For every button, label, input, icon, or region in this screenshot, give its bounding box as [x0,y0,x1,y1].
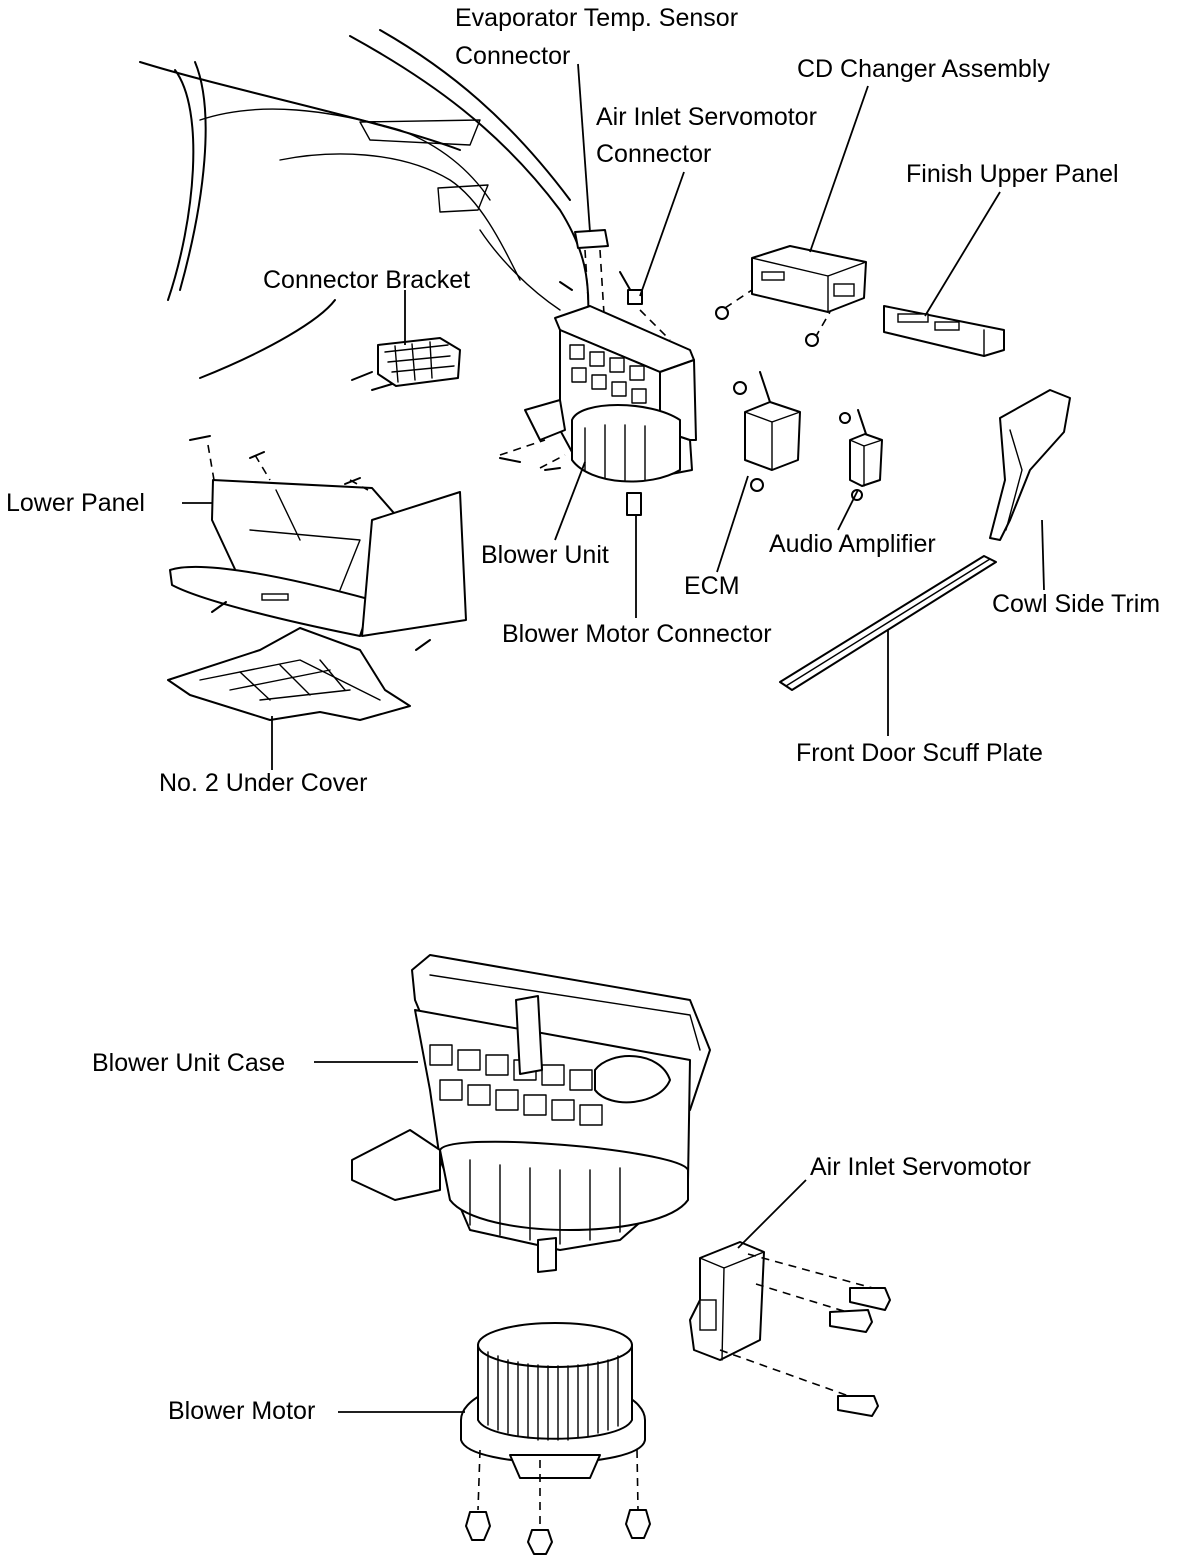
label-front-door-scuff-plate: Front Door Scuff Plate [796,739,1043,767]
label-cowl-side-trim: Cowl Side Trim [992,590,1160,618]
label-air-inlet-servomotor: Air Inlet Servomotor [810,1153,1031,1181]
label-air-inlet-conn-line1: Air Inlet Servomotor [596,103,817,131]
label-blower-motor-connector: Blower Motor Connector [502,620,772,648]
label-connector-bracket: Connector Bracket [263,266,470,294]
label-finish-upper-panel: Finish Upper Panel [906,160,1119,188]
front-door-scuff-plate-drawing [779,555,997,691]
label-ecm: ECM [684,572,740,600]
blower-unit-drawing [499,305,697,483]
label-blower-unit: Blower Unit [481,541,609,569]
blower-unit-case-drawing [351,954,711,1273]
cd-changer-drawing [715,245,867,347]
air-inlet-servomotor-drawing [689,1241,891,1417]
dashboard-outline [139,29,590,379]
cowl-side-trim-drawing [989,389,1071,541]
label-evap-sensor-line2: Connector [455,42,570,70]
label-no2-under-cover: No. 2 Under Cover [159,769,367,797]
blower-motor-connector-drawing [626,492,642,516]
finish-upper-panel-drawing [883,305,1005,357]
labels: Evaporator Temp. Sensor Connector CD Cha… [6,4,1160,1425]
leader-lines [182,63,1045,1413]
ecm-drawing [733,371,801,492]
air-inlet-connector-drawing [619,271,671,341]
label-evap-sensor-line1: Evaporator Temp. Sensor [455,4,738,32]
label-audio-amplifier: Audio Amplifier [769,530,936,558]
evap-sensor-connector-drawing [559,229,609,331]
label-lower-panel: Lower Panel [6,489,145,517]
blower-motor-drawing [460,1322,651,1555]
lower-panel-drawing [169,435,467,651]
connector-bracket-drawing [351,337,461,391]
label-blower-motor: Blower Motor [168,1397,315,1425]
label-blower-unit-case: Blower Unit Case [92,1049,285,1077]
audio-amplifier-drawing [839,409,883,501]
no2-under-cover-drawing [167,627,411,721]
label-cd-changer: CD Changer Assembly [797,55,1050,83]
label-air-inlet-conn-line2: Connector [596,140,711,168]
